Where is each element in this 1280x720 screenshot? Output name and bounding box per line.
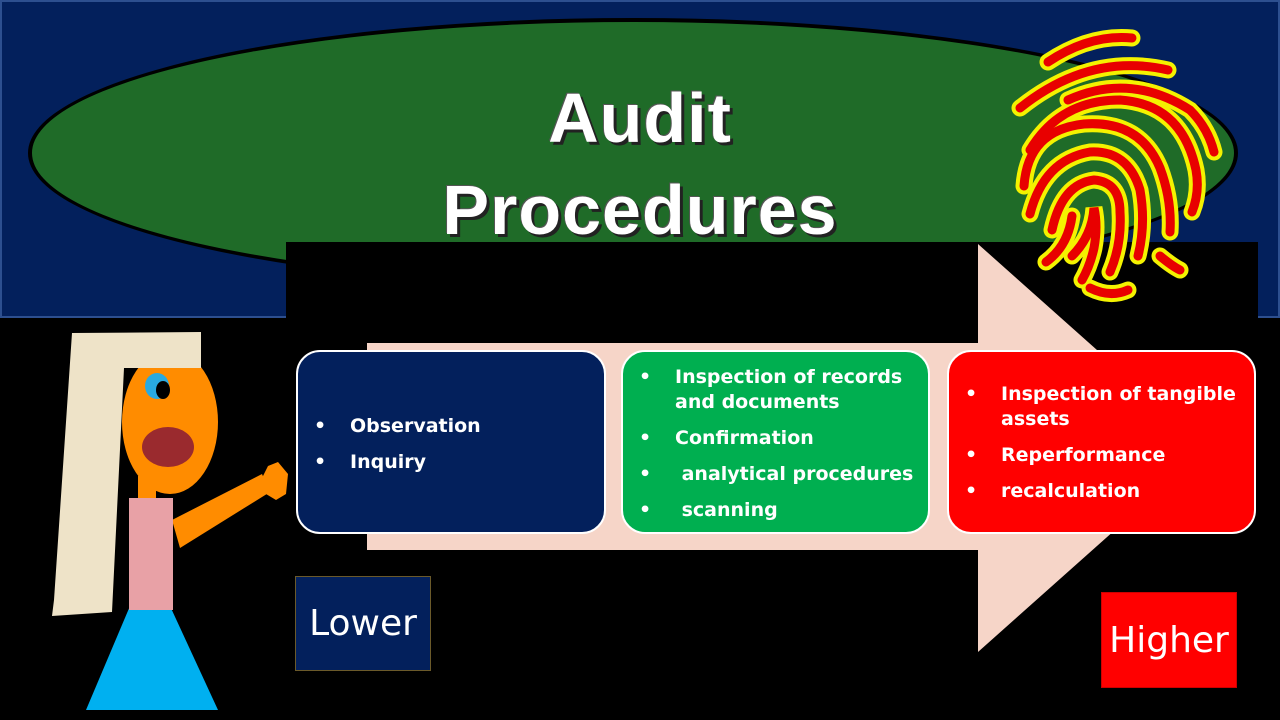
lower-procedures-box: • Observation • Inquiry <box>296 350 606 534</box>
list-item: • Observation <box>298 414 604 439</box>
list-item-text: scanning <box>675 499 778 521</box>
bullet: • <box>965 444 978 466</box>
list-item-text: analytical procedures <box>675 463 914 485</box>
title-line-1: Audit <box>548 79 732 157</box>
bullet: • <box>965 480 978 502</box>
higher-procedures-box: • Inspection of tangible assets • Reperfor… <box>947 350 1256 534</box>
list-item: • Inspection of records and documents <box>623 365 928 415</box>
middle-procedures-box: • Inspection of records and documents • Co… <box>621 350 930 534</box>
page-title: Audit Procedures <box>330 72 950 256</box>
list-item: • Reperformance <box>949 443 1254 468</box>
bullet: • <box>639 463 652 485</box>
bullet: • <box>639 366 652 388</box>
bullet: • <box>314 451 327 473</box>
bullet: • <box>965 383 978 405</box>
list-item: • Inspection of tangible assets <box>949 382 1254 432</box>
list-item: • Inquiry <box>298 450 604 475</box>
list-item: • recalculation <box>949 479 1254 504</box>
list-item: • analytical procedures <box>623 462 928 487</box>
lower-label: Lower <box>295 576 431 671</box>
higher-label: Higher <box>1101 592 1237 688</box>
list-item: • scanning <box>623 498 928 523</box>
bullet: • <box>314 415 327 437</box>
list-item-text: Confirmation <box>675 427 814 449</box>
list-item-text: recalculation <box>1001 480 1141 502</box>
list-item-text: Inquiry <box>350 451 426 473</box>
title-line-2: Procedures <box>442 171 838 249</box>
list-item: • Confirmation <box>623 426 928 451</box>
list-item-text: Observation <box>350 415 481 437</box>
bullet: • <box>639 499 652 521</box>
list-item-text: Reperformance <box>1001 444 1166 466</box>
list-item-text: Inspection of records and documents <box>675 366 903 413</box>
list-item-text: Inspection of tangible assets <box>1001 383 1236 430</box>
bullet: • <box>639 427 652 449</box>
